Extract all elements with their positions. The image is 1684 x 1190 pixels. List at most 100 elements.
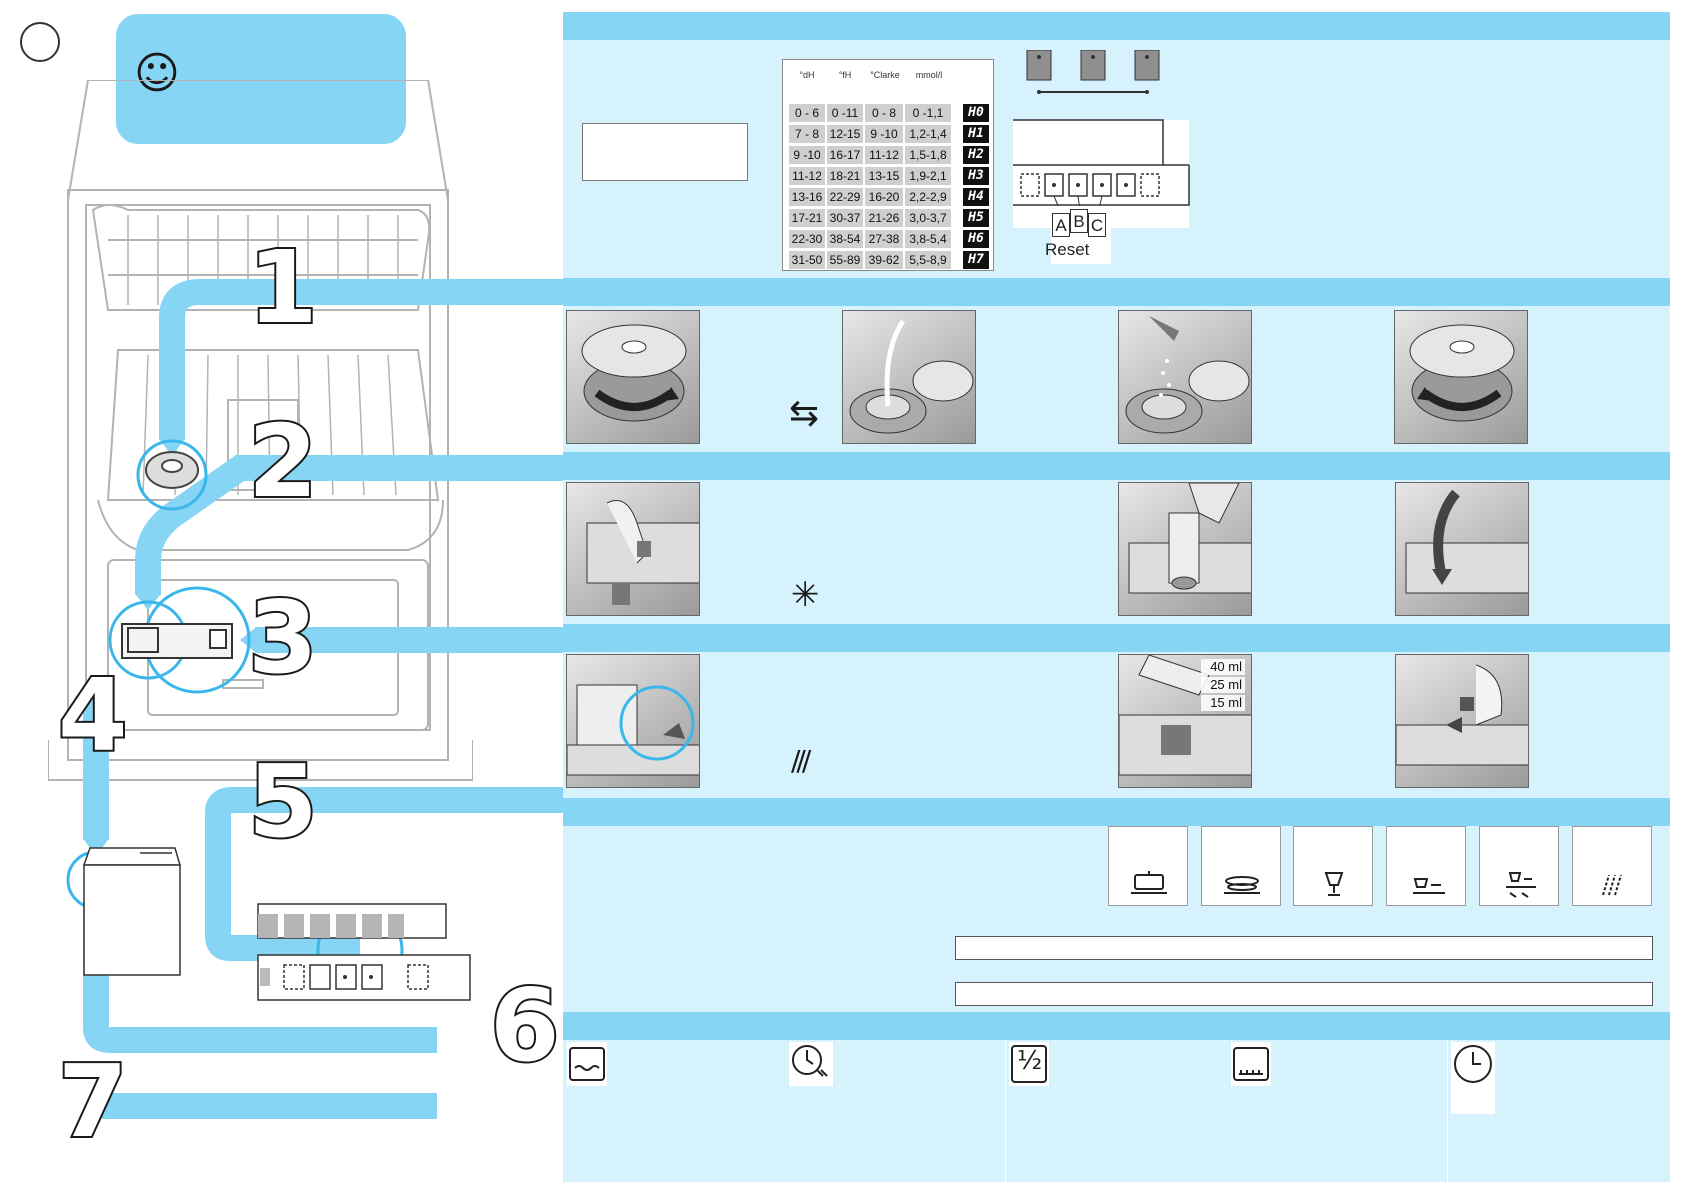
water-hardness-table: °dH °fH °Clarke mmol/l 0 - 6 0 -11 0 - 8…: [782, 59, 994, 271]
section-band-top: [563, 12, 1670, 40]
cell-dh: 13-16: [789, 188, 825, 206]
cell-dh: 0 - 6: [789, 104, 825, 122]
control-panel-diagram: [1013, 50, 1190, 264]
photo-fill-detergent: 40 ml 25 ml 15 ml: [1118, 654, 1252, 788]
option-half-load-icon[interactable]: ½: [1009, 1042, 1049, 1086]
cell-mmol: 3,0-3,7: [905, 209, 951, 227]
header-dh: °dH: [799, 70, 815, 80]
table-row: 9 -10 16-17 11-12 1,5-1,8 H2: [789, 146, 989, 164]
section-band-6: [563, 1012, 1670, 1040]
cell-clarke: 0 - 8: [865, 104, 903, 122]
option-extra-dry-icon[interactable]: [1231, 1042, 1271, 1086]
section-band-1: [563, 278, 1670, 306]
cell-fh: 30-37: [827, 209, 863, 227]
photo-fill-water: [842, 310, 976, 444]
step-number-5: 5: [246, 743, 320, 860]
step-number-2: 2: [246, 403, 320, 520]
option-divider: [1005, 1040, 1006, 1182]
cell-fh: 0 -11: [827, 104, 863, 122]
table-row: 7 - 8 12-15 9 -10 1,2-1,4 H1: [789, 125, 989, 143]
cell-mmol: 5,5-8,9: [905, 251, 951, 269]
program-intensive-icon[interactable]: [1108, 826, 1188, 906]
cell-fh: 12-15: [827, 125, 863, 143]
cell-fh: 16-17: [827, 146, 863, 164]
display-box: [582, 123, 748, 181]
regeneration-icon: ⇆: [789, 393, 820, 434]
cell-mmol: 1,9-2,1: [905, 167, 951, 185]
table-row: 0 - 6 0 -11 0 - 8 0 -1,1 H0: [789, 104, 989, 122]
cell-dh: 9 -10: [789, 146, 825, 164]
program-auto-icon[interactable]: [1201, 826, 1281, 906]
cell-fh: 22-29: [827, 188, 863, 206]
cell-clarke: 39-62: [865, 251, 903, 269]
cell-clarke: 27-38: [865, 230, 903, 248]
tip-box: ☺: [116, 14, 406, 144]
page-marker-circle: [20, 22, 60, 62]
photo-close-detergent: [1395, 654, 1529, 788]
header-clarke: °Clarke: [870, 70, 900, 80]
button-a[interactable]: A: [1052, 213, 1070, 237]
smiley-icon: ☺: [134, 48, 180, 99]
option-divider: [1447, 1040, 1448, 1182]
step-number-7: 7: [56, 1043, 130, 1160]
cell-dh: 31-50: [789, 251, 825, 269]
reset-label: Reset: [1045, 240, 1090, 259]
table-row: 31-50 55-89 39-62 5,5-8,9 H7: [789, 251, 989, 269]
option-varioSpeed-icon[interactable]: [789, 1042, 833, 1086]
program-quick-icon[interactable]: [1479, 826, 1559, 906]
option-intensive-zone-icon[interactable]: [567, 1042, 607, 1086]
dishwasher-drawing: [48, 80, 473, 781]
abc-buttons: A B C: [1052, 209, 1106, 237]
cell-code: H0: [963, 104, 989, 122]
section-band-2: [563, 452, 1670, 480]
step-number-1: 1: [246, 229, 320, 346]
header-mmol: mmol/l: [915, 70, 943, 80]
detergent-spray-icon: ///: [791, 744, 811, 777]
cell-code: H3: [963, 167, 989, 185]
dosage-15: 15 ml: [1201, 695, 1245, 711]
cell-fh: 55-89: [827, 251, 863, 269]
cell-fh: 38-54: [827, 230, 863, 248]
option-delay-start-icon[interactable]: [1451, 1042, 1495, 1114]
cell-dh: 17-21: [789, 209, 825, 227]
section-band-3: [563, 624, 1670, 652]
table-row: 17-21 30-37 21-26 3,0-3,7 H5: [789, 209, 989, 227]
instruction-panel: °dH °fH °Clarke mmol/l 0 - 6 0 -11 0 - 8…: [563, 12, 1670, 1182]
program-eco-icon[interactable]: [1386, 826, 1466, 906]
guide-lines: [66, 279, 565, 1119]
cell-mmol: 0 -1,1: [905, 104, 951, 122]
button-b[interactable]: B: [1070, 209, 1088, 233]
photo-close-salt-cap: [1394, 310, 1528, 444]
program-info-bar-2: [955, 982, 1653, 1006]
photo-close-rinse-aid: [1395, 482, 1529, 616]
cell-dh: 22-30: [789, 230, 825, 248]
cell-dh: 7 - 8: [789, 125, 825, 143]
section-band-5: [563, 798, 1670, 826]
cell-fh: 18-21: [827, 167, 863, 185]
cell-dh: 11-12: [789, 167, 825, 185]
half-load-label: ½: [1017, 1046, 1043, 1076]
cell-mmol: 2,2-2,9: [905, 188, 951, 206]
photo-open-rinse-aid: [566, 482, 700, 616]
photo-open-detergent: [566, 654, 700, 788]
cell-mmol: 1,2-1,4: [905, 125, 951, 143]
cell-code: H5: [963, 209, 989, 227]
photo-open-salt-cap: [566, 310, 700, 444]
dosage-40: 40 ml: [1201, 659, 1245, 675]
cell-code: H2: [963, 146, 989, 164]
button-c[interactable]: C: [1088, 213, 1106, 237]
header-fh: °fH: [838, 70, 852, 80]
cell-clarke: 16-20: [865, 188, 903, 206]
cell-clarke: 11-12: [865, 146, 903, 164]
cell-clarke: 9 -10: [865, 125, 903, 143]
program-glass-icon[interactable]: [1293, 826, 1373, 906]
cell-clarke: 21-26: [865, 209, 903, 227]
table-row: 11-12 18-21 13-15 1,9-2,1 H3: [789, 167, 989, 185]
step-number-6: 6: [488, 967, 562, 1084]
program-prerinse-icon[interactable]: [1572, 826, 1652, 906]
photo-fill-salt: [1118, 310, 1252, 444]
cell-mmol: 1,5-1,8: [905, 146, 951, 164]
cell-code: H7: [963, 251, 989, 269]
step-number-3: 3: [246, 579, 320, 696]
cell-clarke: 13-15: [865, 167, 903, 185]
